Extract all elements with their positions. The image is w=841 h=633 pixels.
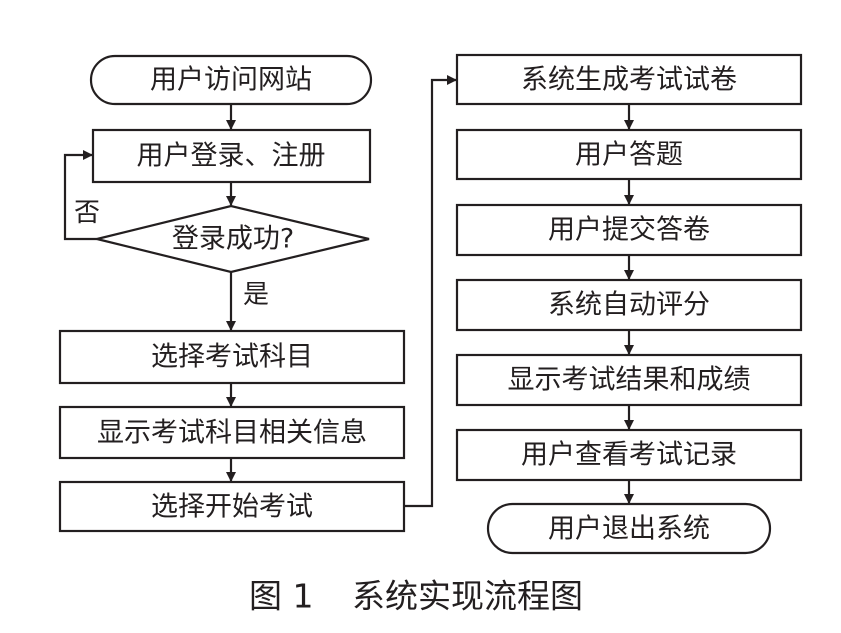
node-start-label: 用户访问网站 (150, 65, 312, 96)
node-select-start: 选择开始考试 (58, 480, 406, 533)
node-submit: 用户提交答卷 (455, 203, 803, 257)
figure-number: 图 1 (249, 577, 314, 616)
node-select-start-label: 选择开始考试 (151, 492, 313, 523)
node-show-subject-info: 显示考试科目相关信息 (58, 405, 406, 460)
node-answer-label: 用户答题 (575, 140, 683, 171)
node-select-subject-label: 选择考试科目 (151, 342, 313, 373)
node-login-register-label: 用户登录、注册 (137, 141, 326, 172)
node-auto-score: 系统自动评分 (455, 278, 803, 332)
edge-no-loop (63, 150, 97, 241)
node-login-success-decision: 登录成功? (96, 204, 370, 274)
node-show-result: 显示考试结果和成绩 (455, 353, 803, 407)
node-answer: 用户答题 (455, 128, 803, 181)
node-show-subject-info-label: 显示考试科目相关信息 (97, 418, 367, 449)
node-view-records: 用户查看考试记录 (455, 428, 803, 482)
figure-title: 系统实现流程图 (352, 577, 583, 616)
node-generate-paper-label: 系统生成考试试卷 (521, 65, 737, 96)
edge-label-yes: 是 (243, 280, 269, 310)
edge-select-start-to-generate (404, 75, 457, 508)
node-auto-score-label: 系统自动评分 (548, 290, 710, 321)
edge-label-no: 否 (74, 198, 100, 228)
node-end: 用户退出系统 (486, 502, 772, 555)
node-login-success-label: 登录成功? (172, 224, 294, 255)
node-end-label: 用户退出系统 (548, 514, 710, 545)
node-select-subject: 选择考试科目 (58, 329, 406, 385)
node-view-records-label: 用户查看考试记录 (521, 440, 737, 471)
node-generate-paper: 系统生成考试试卷 (455, 53, 803, 106)
node-submit-label: 用户提交答卷 (548, 215, 710, 246)
node-login-register: 用户登录、注册 (91, 128, 372, 184)
node-show-result-label: 显示考试结果和成绩 (508, 365, 751, 396)
node-start: 用户访问网站 (89, 54, 373, 106)
